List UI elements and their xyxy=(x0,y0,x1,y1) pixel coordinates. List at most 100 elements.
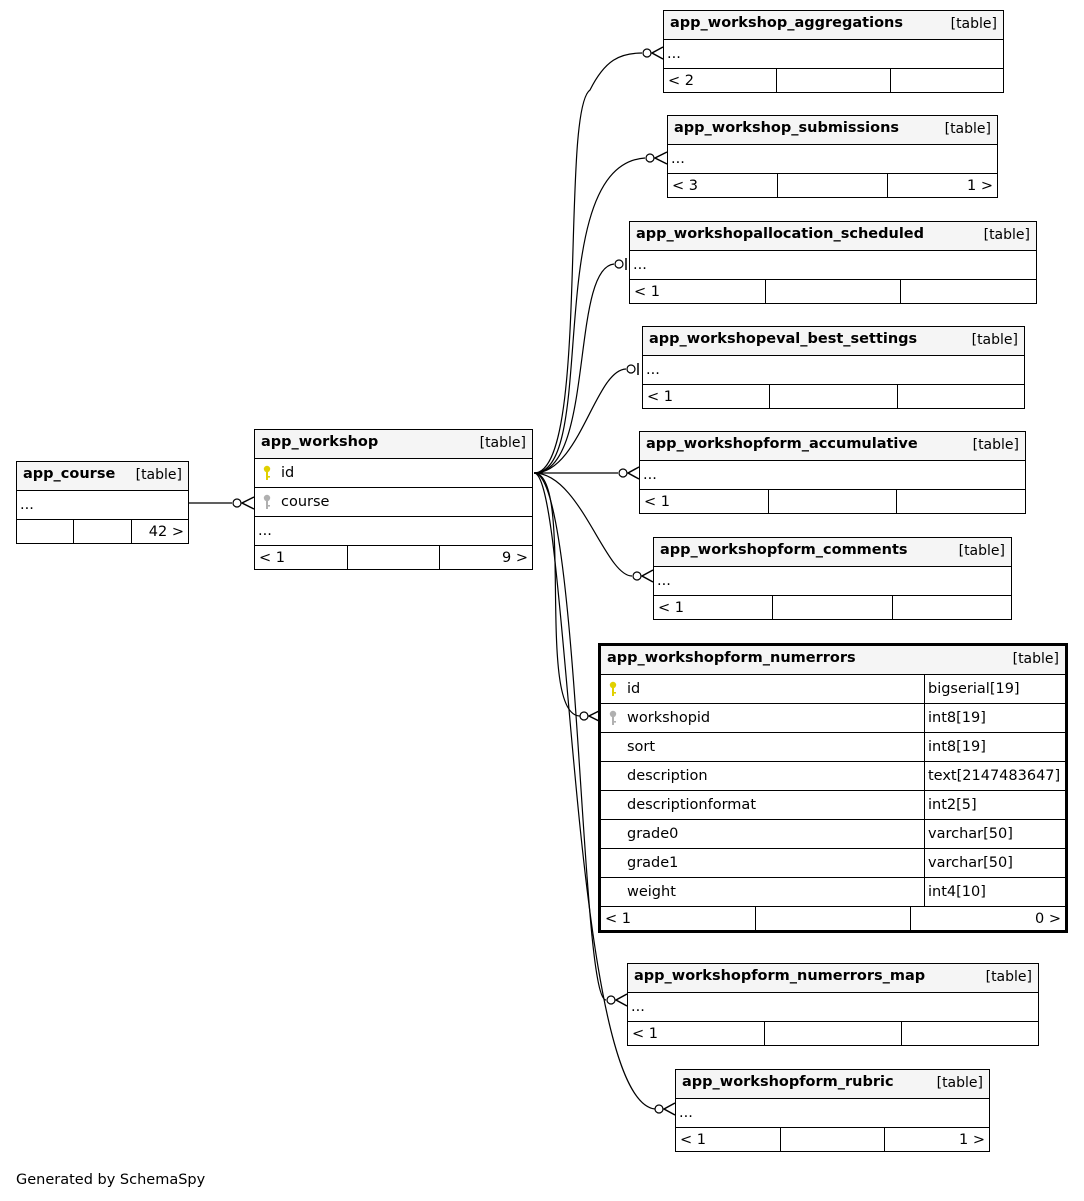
table-app-workshopform-accumulative[interactable]: app_workshopform_accumulative [table] ..… xyxy=(639,431,1026,514)
table-header: app_workshop_aggregations [table] xyxy=(664,11,1003,40)
footer-children xyxy=(896,490,1025,513)
column-name: id xyxy=(281,465,295,481)
column-row: id xyxy=(255,459,532,488)
column-ellipsis: ... xyxy=(628,993,1038,1022)
footer-parents: < 1 xyxy=(605,910,631,927)
column-type: int4[10] xyxy=(924,878,1065,906)
table-tag: [table] xyxy=(958,543,1005,559)
footer-middle xyxy=(764,280,901,303)
footer-children: 1 > xyxy=(887,174,997,197)
column-ellipsis: ... xyxy=(668,145,997,174)
column-type: int8[19] xyxy=(924,733,1065,761)
footer-middle xyxy=(776,69,889,92)
footer-children xyxy=(891,596,1011,619)
footer-parents: < 1 xyxy=(647,388,673,405)
column-name: description xyxy=(627,768,708,784)
table-name: app_workshopallocation_scheduled xyxy=(636,225,925,242)
table-tag: [table] xyxy=(135,467,182,483)
footer-middle xyxy=(755,907,910,930)
footer-parents: < 3 xyxy=(672,177,698,194)
footer-middle xyxy=(777,174,887,197)
table-name: app_workshopform_rubric xyxy=(682,1073,894,1090)
table-tag: [table] xyxy=(1012,651,1059,667)
table-name: app_workshopeval_best_settings xyxy=(649,330,918,347)
column-type: varchar[50] xyxy=(924,820,1065,848)
footer-children xyxy=(901,1022,1038,1045)
column-row: descriptionformat int2[5] xyxy=(601,791,1065,820)
table-app-workshop[interactable]: app_workshop [table] id course ... < 1 9… xyxy=(254,429,533,570)
column-name: sort xyxy=(627,739,656,755)
table-footer: < 1 xyxy=(654,596,1011,619)
table-name: app_course xyxy=(23,465,116,482)
column-ellipsis: ... xyxy=(255,517,532,546)
footer-middle xyxy=(769,385,896,408)
table-tag: [table] xyxy=(983,227,1030,243)
column-ellipsis: ... xyxy=(664,40,1003,69)
column-name: weight xyxy=(627,884,676,900)
table-footer: < 1 xyxy=(640,490,1025,513)
primary-key-icon xyxy=(601,681,625,697)
footer-middle xyxy=(764,1022,901,1045)
table-name: app_workshopform_accumulative xyxy=(646,435,918,452)
footer-children xyxy=(896,385,1024,408)
footer-middle xyxy=(73,520,130,543)
table-tag: [table] xyxy=(971,332,1018,348)
footer-children xyxy=(889,69,1003,92)
column-name: workshopid xyxy=(627,710,711,726)
table-footer: < 1 1 > xyxy=(676,1128,989,1151)
table-tag: [table] xyxy=(944,121,991,137)
table-app-workshop-submissions[interactable]: app_workshop_submissions [table] ... < 3… xyxy=(667,115,998,198)
table-footer: < 1 xyxy=(628,1022,1038,1045)
table-footer: < 2 xyxy=(664,69,1003,92)
table-name: app_workshop_aggregations xyxy=(670,14,903,31)
table-app-workshopform-numerrors[interactable]: app_workshopform_numerrors [table] id bi… xyxy=(598,643,1068,933)
table-app-course[interactable]: app_course [table] ... 42 > xyxy=(16,461,189,544)
column-name: course xyxy=(281,494,330,510)
column-name: grade1 xyxy=(627,855,679,871)
table-footer: < 1 0 > xyxy=(601,907,1065,930)
column-ellipsis: ... xyxy=(17,491,188,520)
column-ellipsis: ... xyxy=(676,1099,989,1128)
table-footer: < 3 1 > xyxy=(668,174,997,197)
footer-parents: < 1 xyxy=(644,493,670,510)
column-row: weight int4[10] xyxy=(601,878,1065,907)
column-row: grade1 varchar[50] xyxy=(601,849,1065,878)
table-header: app_course [table] xyxy=(17,462,188,491)
table-app-workshopform-numerrors-map[interactable]: app_workshopform_numerrors_map [table] .… xyxy=(627,963,1039,1046)
column-row: id bigserial[19] xyxy=(601,675,1065,704)
table-name: app_workshopform_numerrors xyxy=(607,649,856,666)
footer-parents: < 1 xyxy=(632,1025,658,1042)
table-header: app_workshopform_comments [table] xyxy=(654,538,1011,567)
footer-middle xyxy=(779,1128,885,1151)
column-ellipsis: ... xyxy=(640,461,1025,490)
footer-parents: < 1 xyxy=(259,549,285,566)
table-footer: < 1 xyxy=(630,280,1036,303)
table-header: app_workshopform_accumulative [table] xyxy=(640,432,1025,461)
column-type: varchar[50] xyxy=(924,849,1065,877)
column-row: sort int8[19] xyxy=(601,733,1065,762)
table-name: app_workshop xyxy=(261,433,379,450)
table-app-workshopform-comments[interactable]: app_workshopform_comments [table] ... < … xyxy=(653,537,1012,620)
footer-children: 0 > xyxy=(910,907,1065,930)
column-name: descriptionformat xyxy=(627,797,756,813)
footer-parents: < 1 xyxy=(658,599,684,616)
generated-by-label: Generated by SchemaSpy xyxy=(16,1172,206,1188)
table-app-workshopallocation-scheduled[interactable]: app_workshopallocation_scheduled [table]… xyxy=(629,221,1037,304)
footer-parents: < 2 xyxy=(668,72,694,89)
table-footer: < 1 9 > xyxy=(255,546,532,569)
foreign-key-icon xyxy=(255,494,279,510)
column-name: id xyxy=(627,681,641,697)
table-app-workshop-aggregations[interactable]: app_workshop_aggregations [table] ... < … xyxy=(663,10,1004,93)
column-type: text[2147483647] xyxy=(924,762,1065,790)
table-name: app_workshopform_numerrors_map xyxy=(634,967,926,984)
column-row: description text[2147483647] xyxy=(601,762,1065,791)
table-footer: 42 > xyxy=(17,520,188,543)
table-app-workshopeval-best-settings[interactable]: app_workshopeval_best_settings [table] .… xyxy=(642,326,1025,409)
table-tag: [table] xyxy=(479,435,526,451)
table-name: app_workshopform_comments xyxy=(660,541,908,558)
column-ellipsis: ... xyxy=(630,251,1036,280)
table-header: app_workshopeval_best_settings [table] xyxy=(643,327,1024,356)
table-app-workshopform-rubric[interactable]: app_workshopform_rubric [table] ... < 1 … xyxy=(675,1069,990,1152)
column-row: workshopid int8[19] xyxy=(601,704,1065,733)
